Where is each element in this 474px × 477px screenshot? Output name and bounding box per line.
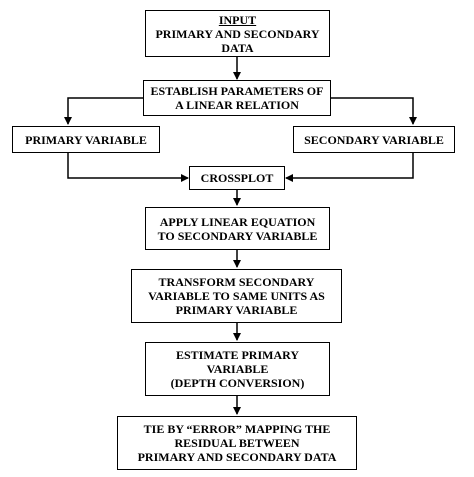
arrow-parameters-to-secondary [331, 97, 417, 125]
arrow-secondary-to-crossplot [285, 153, 414, 182]
tie-line-2: RESIDUAL BETWEEN [174, 436, 300, 450]
arrow-primary-to-crossplot [67, 153, 189, 182]
tie-error-mapping-box: TIE BY “ERROR” MAPPING THE RESIDUAL BETW… [117, 416, 357, 470]
secondary-variable-label: SECONDARY VARIABLE [304, 132, 444, 147]
apply-equation-box: APPLY LINEAR EQUATION TO SECONDARY VARIA… [145, 207, 330, 250]
parameters-box: ESTABLISH PARAMETERS OF A LINEAR RELATIO… [143, 80, 331, 116]
tie-line-1: TIE BY “ERROR” MAPPING THE [143, 422, 331, 436]
estimate-box: ESTIMATE PRIMARY VARIABLE (DEPTH CONVERS… [145, 342, 330, 396]
transform-line-1: TRANSFORM SECONDARY [158, 275, 315, 289]
primary-variable-box: PRIMARY VARIABLE [12, 126, 160, 153]
apply-line-2: TO SECONDARY VARIABLE [157, 228, 318, 243]
primary-variable-label: PRIMARY VARIABLE [25, 132, 147, 147]
transform-line-3: PRIMARY VARIABLE [175, 303, 298, 317]
crossplot-box: CROSSPLOT [189, 166, 285, 190]
estimate-line-3: (DEPTH CONVERSION) [170, 376, 305, 390]
parameters-line-1: ESTABLISH PARAMETERS OF [150, 84, 324, 98]
apply-line-1: APPLY LINEAR EQUATION [159, 214, 316, 229]
secondary-variable-box: SECONDARY VARIABLE [293, 126, 455, 153]
parameters-line-2: A LINEAR RELATION [175, 98, 299, 112]
input-box: INPUT PRIMARY AND SECONDARY DATA [145, 10, 330, 57]
arrow-parameters-to-primary [64, 97, 143, 125]
tie-line-3: PRIMARY AND SECONDARY DATA [137, 450, 337, 464]
input-line-2: DATA [221, 40, 254, 55]
input-line-1: PRIMARY AND SECONDARY [155, 26, 320, 41]
input-title: INPUT [218, 12, 257, 27]
transform-line-2: VARIABLE TO SAME UNITS AS [148, 289, 325, 303]
transform-box: TRANSFORM SECONDARY VARIABLE TO SAME UNI… [131, 269, 342, 323]
estimate-line-2: VARIABLE [206, 362, 269, 376]
estimate-line-1: ESTIMATE PRIMARY [175, 348, 300, 362]
crossplot-label: CROSSPLOT [200, 171, 274, 185]
